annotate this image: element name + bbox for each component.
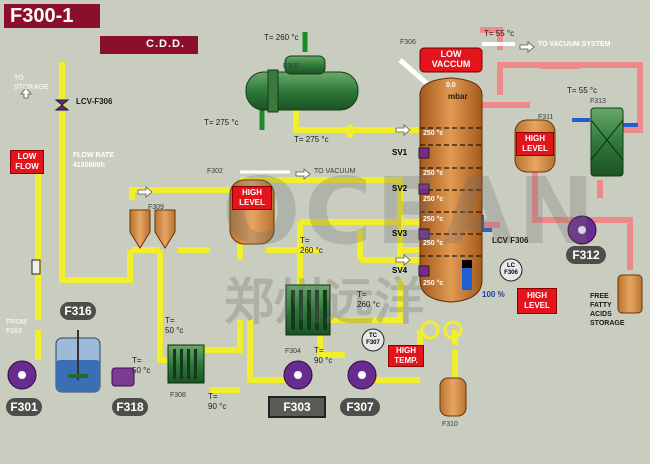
tray-temp-4: 250 °c xyxy=(423,216,444,223)
lcv-f306-right-label: LCV F306 xyxy=(492,236,529,245)
lc-f306-instrument xyxy=(499,258,523,282)
temp-f308-side: T= 50 °c xyxy=(132,356,151,375)
temp-vacuum-top: T= 55 °c xyxy=(484,29,515,38)
f302-high-level-alarm[interactable]: HIGH LEVEL xyxy=(232,186,272,210)
temp-f305-top: T= 260 °c xyxy=(264,33,299,42)
vacuum-value: 0.0 xyxy=(446,82,456,89)
f311-high-level-alarm[interactable]: HIGH LEVEL xyxy=(516,132,554,156)
temp-f305-bottom: T= 275 °c xyxy=(294,135,329,144)
sv4-valve xyxy=(418,265,430,277)
f309-tag: F309 xyxy=(148,204,164,211)
tray-temp-5: 250 °c xyxy=(423,240,444,247)
sv3-valve xyxy=(418,228,430,240)
high-temp-alarm[interactable]: HIGH TEMP. xyxy=(388,345,424,367)
sv3-label: SV3 xyxy=(392,229,408,238)
f304-exchanger xyxy=(285,284,331,336)
ffa-storage-label: FREE FATTY ACIDS STORAGE xyxy=(590,293,625,327)
temp-f313: T= 55 °c xyxy=(567,86,598,95)
flow-rate-label: FLOW RATE xyxy=(73,152,115,159)
temp-f304-left: T= 260 °c xyxy=(357,290,380,309)
tc-f307-label: TC F307 xyxy=(366,333,380,346)
watermark-ocean: OCEAN xyxy=(222,158,599,265)
f307-badge[interactable]: F307 xyxy=(340,398,380,416)
f306-column xyxy=(419,47,483,340)
to-vacuum-system-label: TO VACUUM SYSTEM xyxy=(538,41,611,48)
lcv-f306-label: LCV-F306 xyxy=(76,97,113,106)
temp-mid: T= 260 °c xyxy=(300,236,323,255)
low-flow-sensor xyxy=(31,259,41,275)
temp-f304-bottom: T= 90 °c xyxy=(314,346,333,365)
f303-badge[interactable]: F303 xyxy=(268,396,326,418)
f302-tag: F302 xyxy=(207,168,223,175)
lcv-f306-valve xyxy=(54,99,70,111)
low-vaccum-alarm[interactable]: LOW VACCUM xyxy=(431,49,471,69)
f310-tag: F310 xyxy=(442,421,458,428)
tray-temp-6: 250 °c xyxy=(423,280,444,287)
f312-badge[interactable]: F312 xyxy=(566,246,606,264)
column-level-percent: 100 % xyxy=(482,290,505,299)
f305-tag: F305 xyxy=(283,63,299,70)
f318-pump xyxy=(111,367,135,387)
f304-tag: F304 xyxy=(285,348,301,355)
from-f263-label: FROM F263 xyxy=(6,319,27,335)
f311-tag: F311 xyxy=(538,114,554,121)
sv1-label: SV1 xyxy=(392,148,408,157)
page-subtitle: C.D.D. xyxy=(146,38,185,50)
tc-f307-instrument xyxy=(361,328,385,352)
f313-condenser xyxy=(590,107,624,177)
title-bar xyxy=(100,36,198,54)
f316-badge[interactable]: F316 xyxy=(60,302,96,320)
tray-temp-1: 250 °c xyxy=(423,130,444,137)
flow-rate-value: 41508lit/h xyxy=(73,162,105,169)
tray-temp-3: 250 °c xyxy=(423,196,444,203)
f313-tag: F313 xyxy=(590,98,606,105)
yellow-pipes xyxy=(35,62,458,393)
lc-f306-label: LC F306 xyxy=(504,263,518,276)
column-high-level-alarm[interactable]: HIGH LEVEL xyxy=(517,288,557,314)
temp-f308-top: T= 50 °c xyxy=(165,316,184,335)
f309-hoppers xyxy=(129,209,176,249)
sv2-valve xyxy=(418,183,430,195)
temp-f305-left: T= 275 °c xyxy=(204,118,239,127)
f306-tag: F306 xyxy=(400,39,416,46)
to-vacuum-label: TO VACUUM xyxy=(314,168,356,175)
vacuum-unit: mbar xyxy=(448,92,468,101)
tray-temp-2: 250 °c xyxy=(423,170,444,177)
f308-tag: F308 xyxy=(170,392,186,399)
f310-vessel xyxy=(439,377,467,417)
f301-badge[interactable]: F301 xyxy=(6,398,42,416)
sv2-label: SV2 xyxy=(392,184,408,193)
f318-badge[interactable]: F318 xyxy=(112,398,148,416)
sv4-label: SV4 xyxy=(392,266,408,275)
f308-exchanger xyxy=(167,344,205,384)
page-title: F300-1 xyxy=(4,4,100,28)
f318-mixer xyxy=(55,330,101,393)
low-flow-alarm[interactable]: LOW FLOW xyxy=(10,150,44,174)
watermark-cjk: 郑州远洋 xyxy=(224,273,424,331)
f305-exchanger xyxy=(245,55,359,113)
to-storage-label: TO STORAGE xyxy=(14,75,49,91)
sv1-valve xyxy=(418,147,430,159)
ffa-tank xyxy=(617,274,643,314)
temp-f308-bottom: T= 90 °c xyxy=(208,392,227,411)
